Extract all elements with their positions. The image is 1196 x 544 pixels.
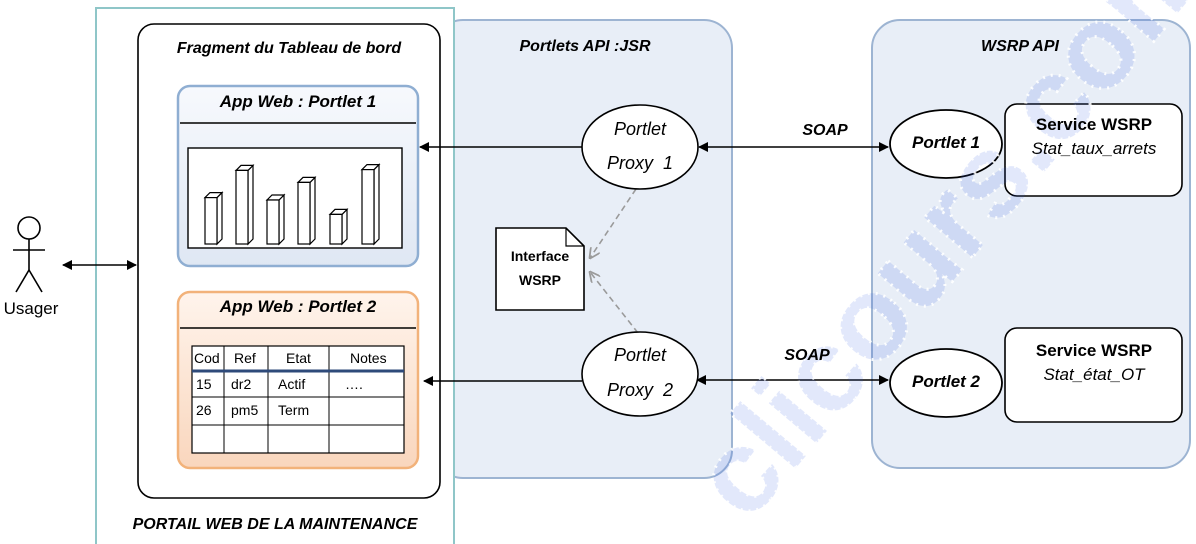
user-label: Usager bbox=[3, 299, 59, 318]
service1-title: Service WSRP bbox=[1035, 115, 1153, 134]
table-cell: pm5 bbox=[231, 402, 259, 418]
interface-wsrp-shape bbox=[495, 227, 585, 311]
wsrp-portlet2-label: Portlet 2 bbox=[911, 372, 981, 391]
user-actor-icon bbox=[13, 216, 45, 293]
table-cell: dr2 bbox=[231, 376, 252, 392]
service1-box bbox=[1004, 103, 1183, 197]
table-cell: Term bbox=[278, 402, 310, 418]
service2-title: Service WSRP bbox=[1035, 341, 1153, 360]
chart-bar bbox=[234, 163, 255, 246]
table-header-notes: Notes bbox=[350, 350, 387, 366]
proxy1-line2: Proxy 1 bbox=[606, 153, 674, 173]
portal-title: PORTAIL WEB DE LA MAINTENANCE bbox=[132, 516, 418, 533]
service2-name: Stat_état_OT bbox=[1043, 365, 1145, 384]
table-frame bbox=[191, 345, 405, 454]
portlet2-app-title: App Web : Portlet 2 bbox=[219, 297, 377, 316]
proxy1-interface-dash bbox=[590, 188, 637, 258]
table-cell: Actif bbox=[278, 376, 306, 392]
wsrp-portlet1-ellipse bbox=[889, 109, 1003, 179]
soap1-label: SOAP bbox=[802, 122, 848, 139]
chart-bar bbox=[360, 163, 381, 246]
jsr-title: Portlets API :JSR bbox=[519, 38, 651, 55]
table-cell: 26 bbox=[196, 402, 212, 418]
portlet1-chart-bars bbox=[203, 163, 381, 246]
portlet2-table-grid bbox=[191, 345, 405, 454]
interface-line2: WSRP bbox=[519, 272, 561, 288]
proxy1-ellipse bbox=[581, 104, 699, 190]
fragment-title: Fragment du Tableau de bord bbox=[176, 40, 402, 57]
proxy2-line1: Portlet bbox=[613, 345, 667, 365]
chart-bar bbox=[265, 193, 286, 246]
table-header-ref: Ref bbox=[234, 350, 256, 366]
proxy1-line1: Portlet bbox=[613, 119, 667, 139]
chart-bar bbox=[203, 191, 224, 246]
wsrp-portlet2-ellipse bbox=[889, 348, 1003, 418]
wsrp-title: WSRP API bbox=[981, 38, 1059, 55]
proxy2-line2: Proxy 2 bbox=[606, 380, 674, 400]
interface-line1: Interface bbox=[510, 248, 570, 264]
service1-name: Stat_taux_arrets bbox=[1031, 139, 1157, 158]
proxy2-ellipse bbox=[581, 331, 699, 417]
table-cell: 15 bbox=[196, 376, 212, 392]
wsrp-portlet1-label: Portlet 1 bbox=[911, 133, 981, 152]
table-header-etat: Etat bbox=[286, 350, 311, 366]
soap2-label: SOAP bbox=[784, 347, 830, 364]
table-header-cod: Cod bbox=[194, 350, 220, 366]
service2-box bbox=[1004, 327, 1183, 423]
chart-bar bbox=[296, 175, 317, 246]
table-cell: …. bbox=[345, 376, 363, 392]
interface-fold-icon bbox=[565, 228, 584, 247]
portlet1-app-title: App Web : Portlet 1 bbox=[219, 92, 377, 111]
chart-bar bbox=[328, 207, 349, 246]
proxy2-interface-dash bbox=[590, 272, 639, 334]
